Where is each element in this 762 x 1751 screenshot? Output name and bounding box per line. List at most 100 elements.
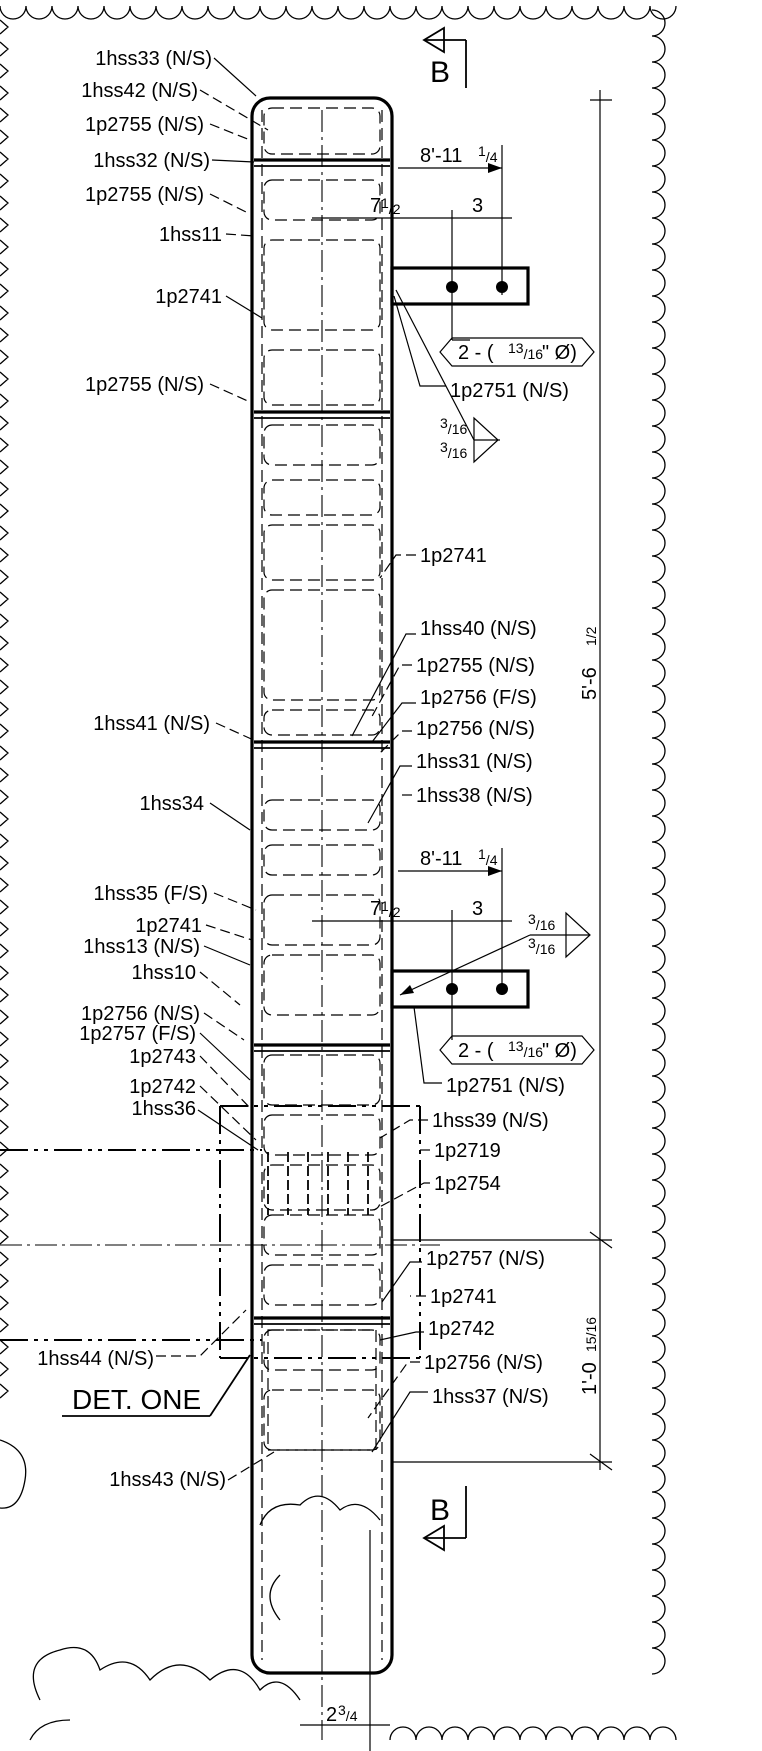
part-label-left: 1p2743 [129, 1046, 196, 1068]
part-label-left: 1p2742 [129, 1076, 196, 1098]
leader-line [205, 924, 253, 941]
revision-cloud [0, 5, 677, 1741]
leader-line [379, 1331, 424, 1341]
leader-line [199, 971, 241, 1006]
part-label-right: 1p2719 [434, 1140, 501, 1162]
fraction-text: 1/2 [583, 626, 599, 646]
leader-line [203, 945, 251, 966]
leader-line [413, 1006, 442, 1084]
dimension-text: 8'-11 [420, 145, 462, 167]
part-label-left: 1p2755 (N/S) [85, 114, 204, 136]
part-label-left: 1hss41 (N/S) [93, 713, 210, 735]
dimension-text: 7 [370, 898, 381, 920]
labels-left: 1hss33 (N/S)1hss42 (N/S)1p2755 (N/S)1hss… [37, 48, 275, 1491]
part-label-right: 1hss40 (N/S) [420, 618, 537, 640]
leader-line [369, 664, 412, 721]
leader-line [371, 1391, 428, 1453]
leader-line [209, 123, 251, 141]
leader-line [371, 702, 416, 743]
leader-line [209, 383, 251, 403]
part-label-left: 1hss32 (N/S) [93, 150, 210, 172]
part-label-left: 1hss36 [132, 1098, 197, 1120]
fraction-text: 13/16 [508, 1038, 543, 1060]
part-label-right: 1p2742 [428, 1318, 495, 1340]
weld-symbol-1 [395, 289, 500, 464]
part-label-left: 1p2755 (N/S) [85, 184, 204, 206]
leader-line [156, 1309, 247, 1357]
leader-line [199, 1032, 251, 1081]
fraction-text: 1/2 [381, 195, 401, 217]
fraction-text: 3/16 [440, 439, 467, 461]
dimension-text: 7 [370, 195, 381, 217]
hole-callout-2 [439, 1035, 595, 1065]
leader-line [203, 1012, 245, 1041]
section-marker-bottom: B [422, 1486, 467, 1552]
part-label-left: 1hss43 (N/S) [109, 1469, 226, 1491]
leader-line [199, 1085, 257, 1141]
leader-line [351, 633, 416, 737]
dimension-text: " Ø) [542, 1040, 577, 1062]
detail-callout-text: DET. ONE [72, 1384, 201, 1415]
part-label-left: 1p2741 [155, 286, 222, 308]
detail-callout: DET. ONE [62, 1354, 251, 1417]
part-label-left: 1hss10 [132, 962, 197, 984]
part-label-right: 1p2741 [430, 1286, 497, 1308]
fraction-text: 1/4 [478, 846, 498, 868]
dimension-text: 1'-0 [579, 1362, 601, 1395]
part-label-left: 1p2741 [135, 915, 202, 937]
part-label-left: 1hss11 [159, 224, 222, 246]
part-label-left: 1hss13 (N/S) [83, 936, 200, 958]
leader-line [211, 159, 255, 163]
part-label-right: 1p2754 [434, 1173, 501, 1195]
leader-line [381, 1261, 422, 1303]
part-label-left: 1hss44 (N/S) [37, 1348, 154, 1370]
section-letter-top: B [430, 56, 450, 89]
part-label-right: 1p2756 (N/S) [416, 718, 535, 740]
part-label-right: 1hss37 (N/S) [432, 1386, 549, 1408]
dimension-text: 2 - ( [458, 342, 494, 364]
part-label-left: 1hss34 [140, 793, 205, 815]
leader-line [199, 1055, 253, 1111]
fraction-text: 3/4 [338, 1702, 358, 1724]
leader-line [379, 554, 416, 579]
fraction-text: 3/16 [440, 415, 467, 437]
dimension-text: 3 [472, 898, 483, 920]
fraction-text: 3/16 [528, 911, 555, 933]
part-label-right: 1p2757 (N/S) [426, 1248, 545, 1270]
leader-line [213, 892, 257, 911]
part-label-right: 1p2756 (N/S) [424, 1352, 543, 1374]
fraction-text: 1/4 [478, 143, 498, 165]
part-label-right: 1hss31 (N/S) [416, 751, 533, 773]
leader-line [367, 765, 412, 824]
part-label-left: 1p2755 (N/S) [85, 374, 204, 396]
column-member [250, 96, 394, 1751]
leader-line [197, 1109, 259, 1151]
leader-line [377, 730, 412, 756]
section-letter-bottom: B [430, 1494, 450, 1527]
fraction-text: 1/2 [381, 898, 401, 920]
part-label-left: 1hss42 (N/S) [81, 80, 198, 102]
leader-line [373, 1182, 430, 1211]
leader-line [213, 57, 257, 97]
leader-line [209, 802, 251, 831]
dimension-text: 2 [326, 1704, 337, 1726]
dimension-text: " Ø) [542, 342, 577, 364]
part-label-right: 1p2751 (N/S) [450, 380, 569, 402]
leader-line [215, 722, 259, 743]
part-label-left: 1p2757 (F/S) [79, 1023, 196, 1045]
part-label-right: 1hss38 (N/S) [416, 785, 533, 807]
leader-line [225, 295, 263, 319]
dimension-text: 5'-6 [579, 667, 601, 700]
dimension-text: 8'-11 [420, 848, 462, 870]
part-label-right: 1hss39 (N/S) [432, 1110, 549, 1132]
part-label-right: 1p2741 [420, 545, 487, 567]
side-beam-phantom [0, 1105, 440, 1359]
leader-line [199, 89, 269, 131]
part-label-right: 1p2756 (F/S) [420, 687, 537, 709]
leader-line [393, 295, 446, 387]
section-marker-top: B [422, 26, 467, 89]
fraction-text: 15/16 [583, 1317, 599, 1352]
